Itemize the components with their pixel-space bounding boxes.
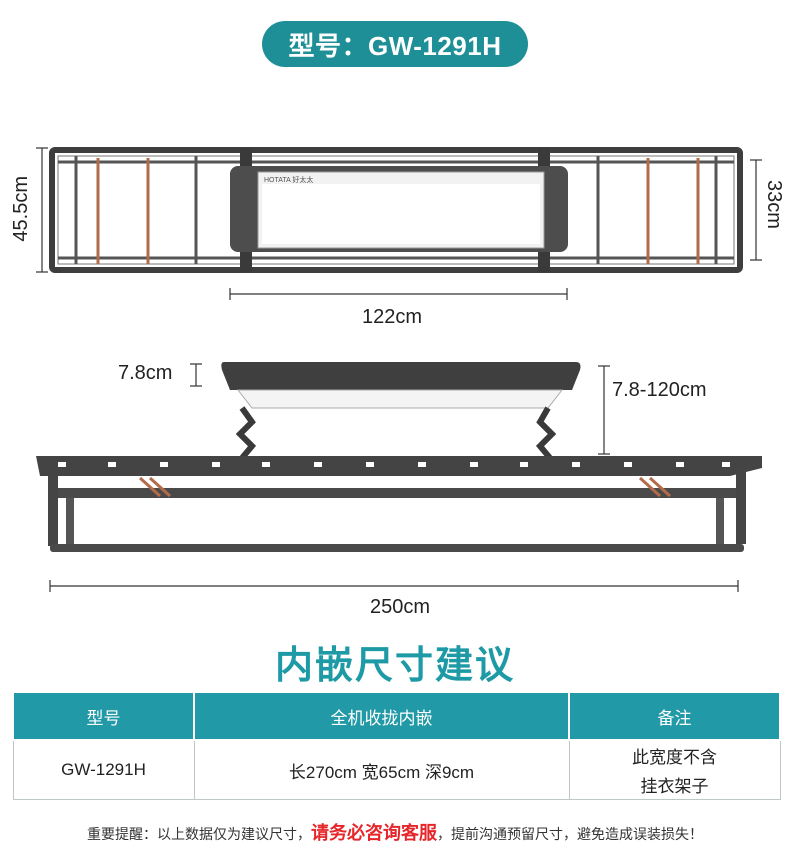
model-badge: 型号：GW-1291H — [262, 21, 528, 67]
inner-height-dimension-label: 33cm — [763, 180, 785, 229]
width-dimension-label: 122cm — [362, 306, 423, 328]
lamp-thickness-label: 7.8cm — [118, 362, 173, 384]
table-row: GW-1291H 长270cm 宽65cm 深9cm 此宽度不含 挂衣架子 — [12, 739, 781, 800]
top-view-diagram — [36, 147, 762, 300]
note-suffix: ，提前沟通预留尺寸，避免造成误装损失！ — [437, 826, 703, 842]
cell-model: GW-1291H — [12, 739, 195, 800]
cell-size: 长270cm 宽65cm 深9cm — [193, 739, 570, 800]
total-width-label: 250cm — [370, 596, 431, 618]
table-header-row: 型号 全机收拢内嵌 备注 — [12, 691, 781, 741]
section-title: 内嵌尺寸建议 — [274, 645, 515, 687]
remark-line-2: 挂衣架子 — [640, 777, 709, 796]
column-header-model: 型号 — [12, 691, 195, 741]
column-header-remark: 备注 — [568, 691, 781, 741]
column-header-size: 全机收拢内嵌 — [193, 691, 570, 741]
height-dimension-label: 45.5cm — [10, 176, 32, 242]
important-note: 重要提醒：以上数据仅为建议尺寸，请务必咨询客服，提前沟通预留尺寸，避免造成误装损… — [0, 819, 790, 845]
note-prefix: 重要提醒：以上数据仅为建议尺寸， — [87, 826, 311, 842]
cell-remark: 此宽度不含 挂衣架子 — [568, 739, 781, 800]
spec-table: 型号 全机收拢内嵌 备注 GW-1291H 长270cm 宽65cm 深9cm … — [12, 691, 781, 800]
remark-line-1: 此宽度不含 — [632, 748, 717, 767]
panel-brand-label: HOTATA 好太太 — [264, 177, 314, 184]
lift-range-label: 7.8-120cm — [612, 379, 707, 401]
side-view-diagram — [36, 362, 762, 592]
note-highlight: 请务必咨询客服 — [311, 823, 437, 843]
